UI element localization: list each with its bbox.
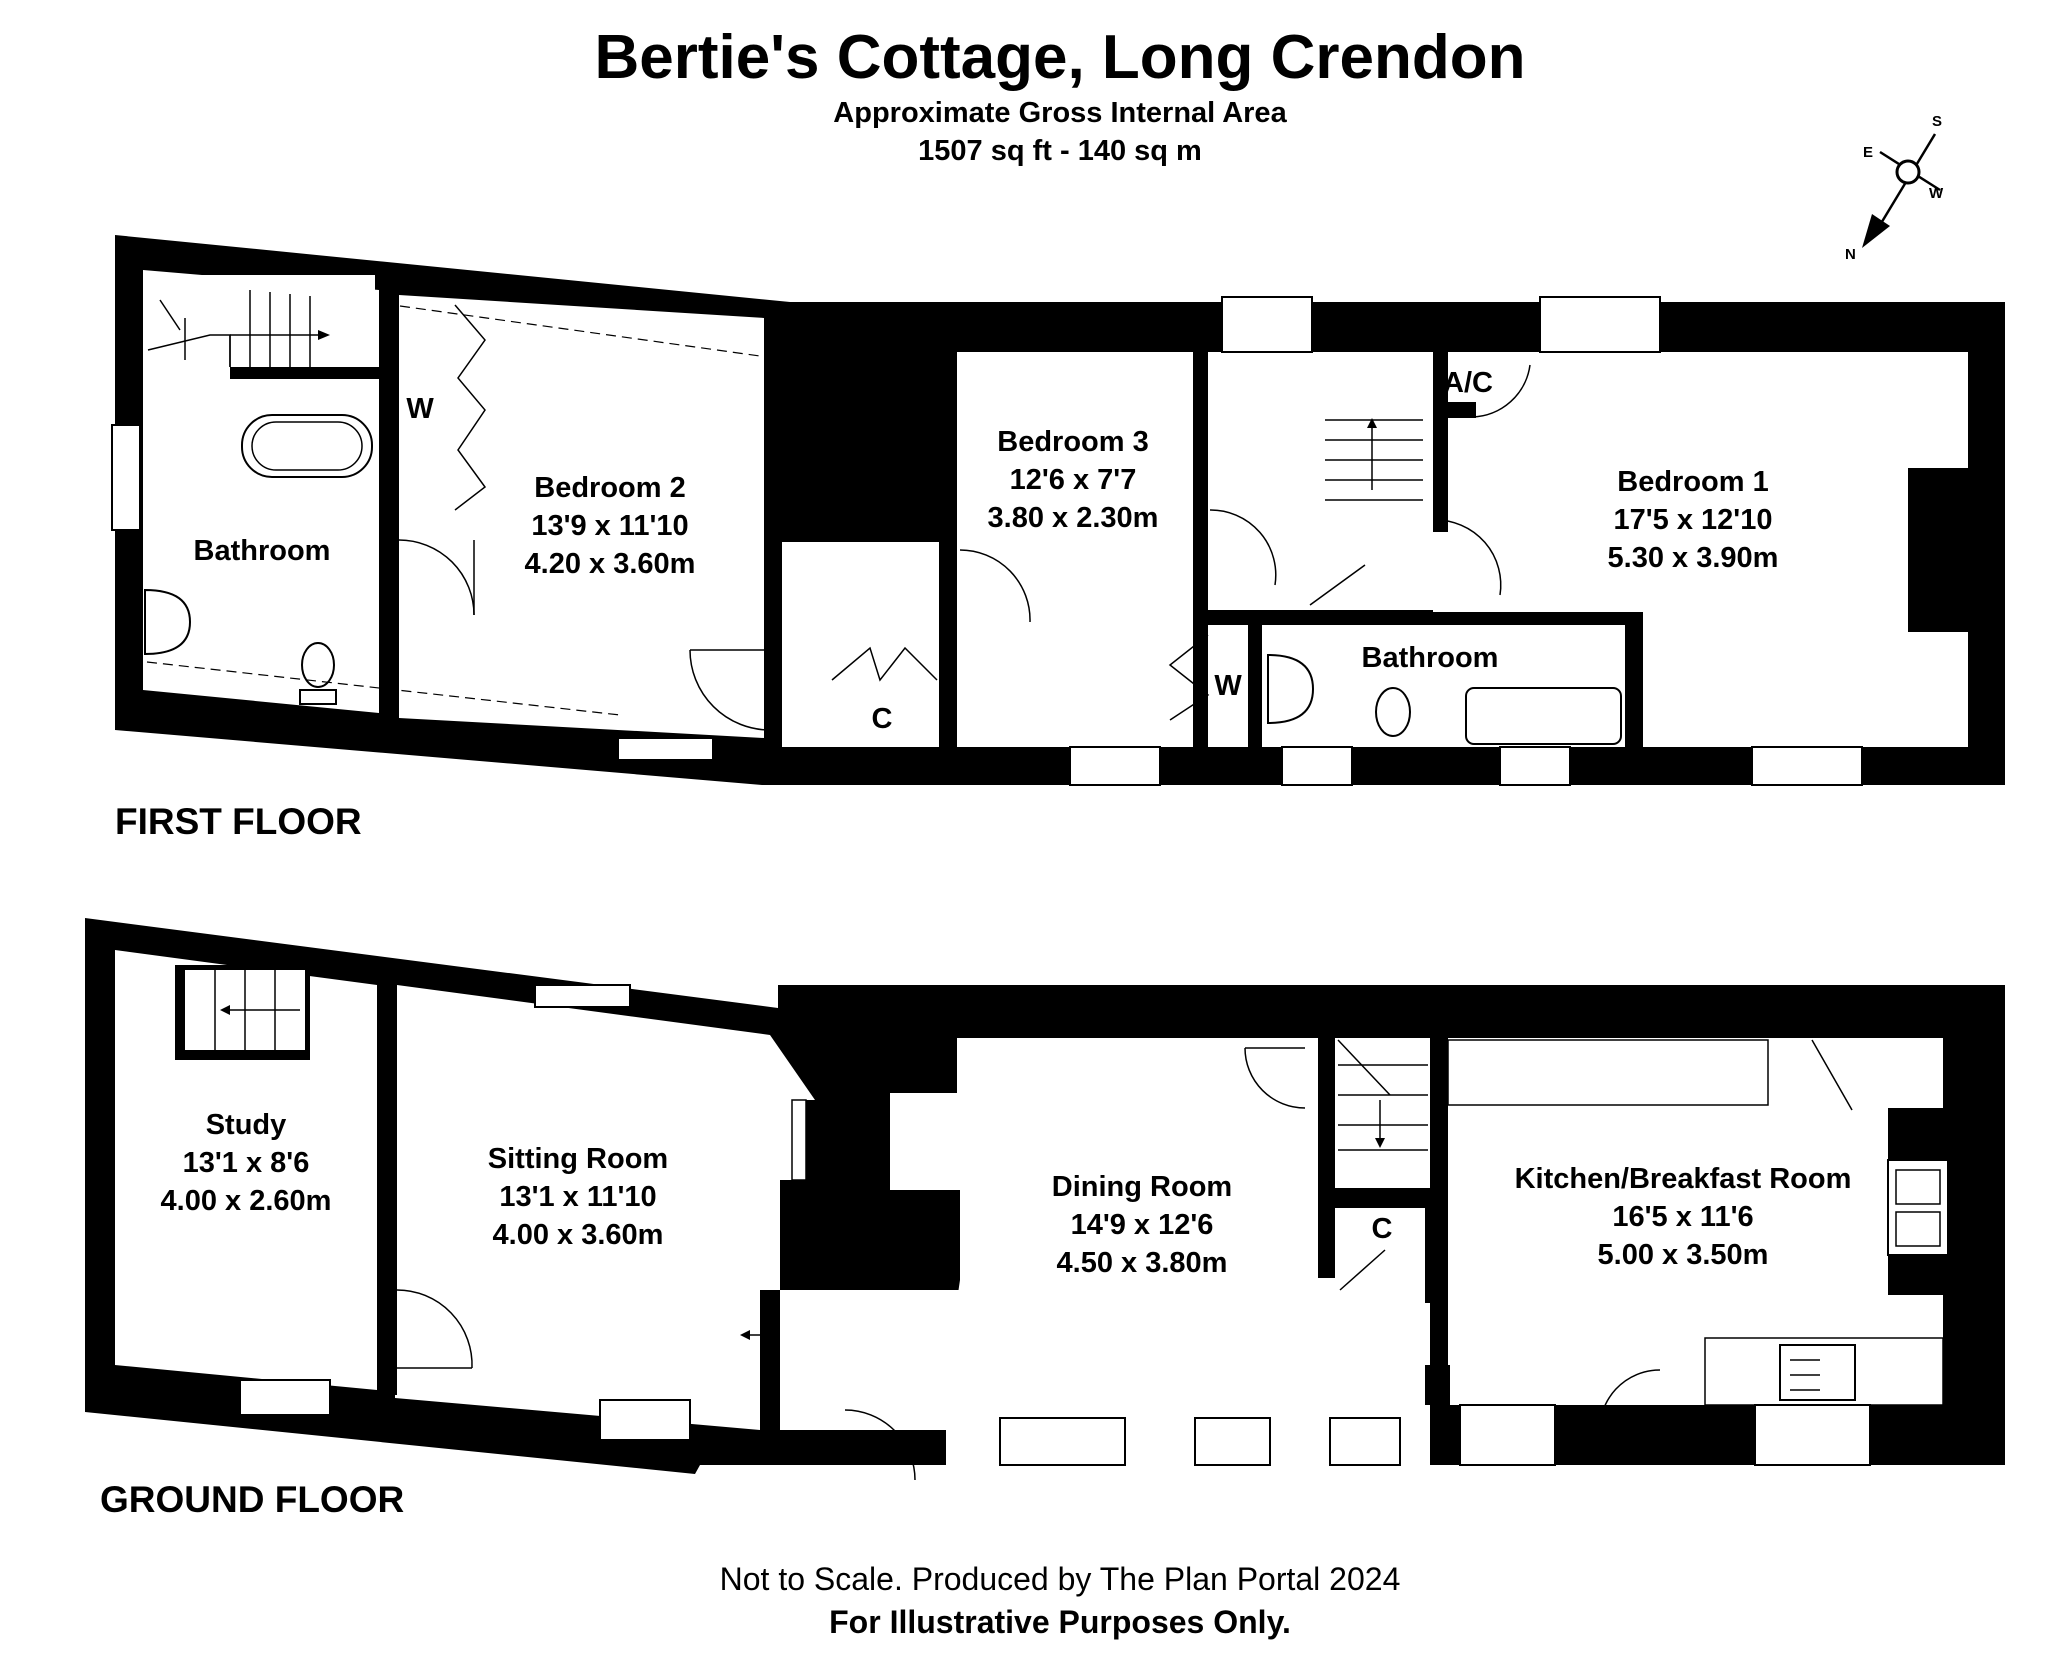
room-name-bedroom3: Bedroom 3 bbox=[997, 426, 1148, 458]
ground-floor-plan bbox=[85, 918, 2005, 1481]
first-bathroom-left-area bbox=[143, 270, 379, 713]
room-name-bedroom2: Bedroom 2 bbox=[534, 472, 685, 504]
area-caption: Approximate Gross Internal Area bbox=[833, 97, 1287, 129]
compass-s: S bbox=[1932, 113, 1942, 130]
first-cupboard-area bbox=[827, 680, 937, 747]
room-imperial-kitchen: 16'5 x 11'6 bbox=[1612, 1201, 1753, 1233]
ground-sitting-area bbox=[395, 985, 815, 1430]
room-name-first-bathroom-right: Bathroom bbox=[1362, 642, 1499, 674]
first-bedroom3-area bbox=[957, 352, 1193, 747]
room-name-study: Study bbox=[206, 1109, 287, 1141]
room-imperial-sitting: 13'1 x 11'10 bbox=[499, 1181, 656, 1213]
room-metric-bedroom3: 3.80 x 2.30m bbox=[988, 502, 1159, 534]
footer-disclaimer: For Illustrative Purposes Only. bbox=[829, 1604, 1291, 1640]
room-name-kitchen: Kitchen/Breakfast Room bbox=[1515, 1163, 1852, 1195]
compass-e: E bbox=[1863, 144, 1873, 161]
room-imperial-bedroom3: 12'6 x 7'7 bbox=[1010, 464, 1137, 496]
ground-dining-area bbox=[890, 1038, 1430, 1470]
room-name-bedroom1: Bedroom 1 bbox=[1617, 466, 1768, 498]
room-imperial-study: 13'1 x 8'6 bbox=[183, 1147, 310, 1179]
room-imperial-bedroom1: 17'5 x 12'10 bbox=[1614, 504, 1773, 536]
room-name-dining: Dining Room bbox=[1052, 1171, 1232, 1203]
ground-kitchen-area bbox=[1448, 1038, 1943, 1405]
plan-title: Bertie's Cottage, Long Crendon bbox=[595, 23, 1526, 92]
room-imperial-bedroom2: 13'9 x 11'10 bbox=[531, 510, 688, 542]
first-wardrobe-right-area bbox=[1208, 625, 1248, 747]
room-metric-kitchen: 5.00 x 3.50m bbox=[1598, 1239, 1769, 1271]
room-name-sitting: Sitting Room bbox=[488, 1143, 668, 1175]
ground-floor-label: GROUND FLOOR bbox=[100, 1479, 404, 1520]
compass-w: W bbox=[1929, 185, 1944, 202]
room-metric-bedroom2: 4.20 x 3.60m bbox=[525, 548, 696, 580]
first-bedroom1-area bbox=[1433, 352, 1968, 747]
room-imperial-dining: 14'9 x 12'6 bbox=[1071, 1209, 1214, 1241]
footer-credit: Not to Scale. Produced by The Plan Porta… bbox=[720, 1561, 1401, 1597]
compass-n: N bbox=[1845, 246, 1856, 263]
mark-airing-cupboard: A/C bbox=[1443, 367, 1493, 399]
room-metric-study: 4.00 x 2.60m bbox=[161, 1185, 332, 1217]
room-name-first-bathroom-left: Bathroom bbox=[194, 535, 331, 567]
mark-wardrobe-right: W bbox=[1214, 670, 1242, 702]
first-bedroom2-area bbox=[399, 295, 764, 738]
room-metric-sitting: 4.00 x 3.60m bbox=[493, 1219, 664, 1251]
mark-wardrobe-left: W bbox=[406, 393, 434, 425]
mark-cupboard-ground: C bbox=[1372, 1213, 1393, 1245]
room-metric-dining: 4.50 x 3.80m bbox=[1057, 1247, 1228, 1279]
compass-rose-icon: S E W N bbox=[1845, 113, 1944, 263]
ground-lobby-area bbox=[780, 1290, 960, 1430]
area-value: 1507 sq ft - 140 sq m bbox=[918, 135, 1202, 167]
room-metric-bedroom1: 5.30 x 3.90m bbox=[1608, 542, 1779, 574]
mark-cupboard-first: C bbox=[872, 703, 893, 735]
first-floor-plan bbox=[111, 235, 2005, 786]
first-floor-label: FIRST FLOOR bbox=[115, 801, 362, 842]
